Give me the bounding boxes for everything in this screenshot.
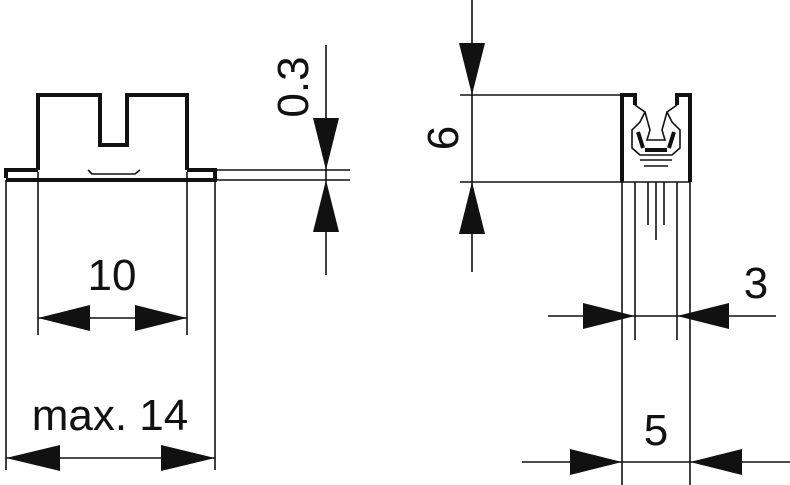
front-view: 10 max. 14 0.3 xyxy=(4,45,350,471)
dim-thickness-outer: 5 xyxy=(522,406,790,475)
dim-inner-width: 10 xyxy=(38,251,187,331)
side-clip-inner xyxy=(640,111,672,167)
dim-overall-width: max. 14 xyxy=(6,391,215,471)
dim-height: 6 xyxy=(419,0,485,272)
side-outer-profile xyxy=(620,93,692,182)
dim-slot-depth: 0.3 xyxy=(269,45,339,275)
dim-slot-depth-label: 0.3 xyxy=(269,56,318,117)
dim-height-label: 6 xyxy=(419,126,468,150)
front-body-outline xyxy=(36,93,189,170)
dim-thickness-inner-label: 3 xyxy=(744,259,768,308)
side-view: 6 3 5 xyxy=(419,0,790,485)
dim-overall-width-label: max. 14 xyxy=(32,391,189,440)
dim-thickness-outer-label: 5 xyxy=(644,406,668,455)
side-clip-detail xyxy=(631,104,681,156)
front-base-plate xyxy=(4,168,217,182)
side-clip-core xyxy=(636,131,676,152)
dim-inner-width-label: 10 xyxy=(88,251,137,300)
dim-thickness-inner: 3 xyxy=(548,259,776,329)
front-base-rim xyxy=(37,169,188,180)
